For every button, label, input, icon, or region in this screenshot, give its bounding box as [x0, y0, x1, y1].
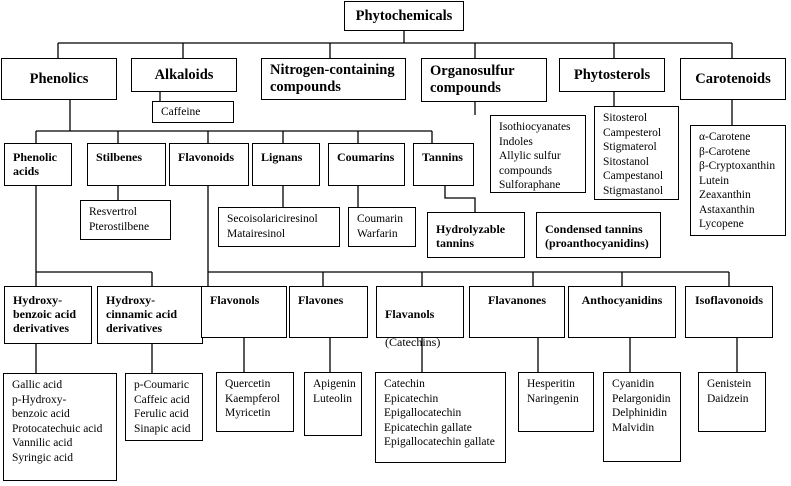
list-flavanols: Catechin Epicatechin Epigallocatechin Ep… — [375, 372, 506, 463]
node-stilbenes: Stilbenes — [87, 143, 166, 186]
node-flavanones: Flavanones — [469, 286, 565, 338]
list-isoflavonoids: Genistein Daidzein — [698, 372, 766, 432]
node-nitrogen-compounds: Nitrogen-containing compounds — [261, 58, 406, 100]
node-phytochemicals: Phytochemicals — [344, 1, 464, 31]
connector-phenolic-acids — [35, 186, 153, 286]
node-hydroxycinnamic-derivatives: Hydroxy- cinnamic acid derivatives — [97, 286, 203, 344]
node-phenolics: Phenolics — [1, 58, 117, 100]
list-carotenoids: α-Carotene β-Carotene β-Cryptoxanthin Lu… — [690, 125, 786, 236]
list-hydroxybenzoic: Gallic acid p-Hydroxy- benzoic acid Prot… — [3, 373, 117, 481]
connector-flavonoids — [207, 186, 730, 286]
list-hydroxycinnamic: p-Coumaric Caffeic acid Ferulic acid Sin… — [125, 373, 203, 441]
node-hydroxybenzoic-derivatives: Hydroxy- benzoic acid derivatives — [4, 286, 92, 344]
node-tannins: Tannins — [413, 143, 474, 186]
connector-root — [57, 31, 733, 58]
node-caffeine: Caffeine — [152, 101, 234, 123]
list-coumarins: Coumarin Warfarin — [348, 207, 416, 247]
node-phytosterols: Phytosterols — [559, 58, 665, 92]
flavanols-label: Flavanols — [385, 307, 435, 321]
list-flavones: Apigenin Luteolin — [304, 372, 362, 436]
list-lignans: Secoisolariciresinol Matairesinol — [218, 207, 340, 247]
node-flavonoids: Flavonoids — [169, 143, 249, 186]
node-isoflavonoids: Isoflavonoids — [685, 286, 773, 338]
node-flavanols: Flavanols (Catechins) — [376, 286, 464, 349]
list-anthocyanidins: Cyanidin Pelargonidin Delphinidin Malvid… — [603, 372, 681, 462]
node-anthocyanidins: Anthocyanidins — [568, 286, 676, 338]
list-stilbenes: Resvertrol Pterostilbene — [80, 200, 171, 240]
node-flavonols: Flavonols — [201, 286, 287, 338]
node-phenolic-acids: Phenolic acids — [4, 143, 72, 186]
node-flavones: Flavones — [289, 286, 368, 338]
node-alkaloids: Alkaloids — [131, 58, 237, 92]
node-hydrolyzable-tannins: Hydrolyzable tannins — [427, 212, 525, 258]
flavanols-sublabel: (Catechins) — [385, 335, 441, 349]
node-condensed-tannins: Condensed tannins (proanthocyanidins) — [536, 212, 661, 258]
list-flavonols: Quercetin Kaempferol Myricetin — [216, 372, 294, 432]
list-phytosterols: Sitosterol Campesterol Stigmaterol Sitos… — [594, 106, 679, 200]
node-organosulfur-compounds: Organosulfur compounds — [421, 58, 547, 102]
node-lignans: Lignans — [252, 143, 320, 186]
connector-phenolics — [35, 100, 433, 143]
node-coumarins: Coumarins — [328, 143, 405, 186]
node-carotenoids: Carotenoids — [680, 58, 786, 100]
list-flavanones: Hesperitin Naringenin — [518, 372, 594, 432]
connector-tannins — [444, 186, 476, 212]
list-organosulfur: Isothiocyanates Indoles Allylic sulfur c… — [490, 115, 586, 193]
